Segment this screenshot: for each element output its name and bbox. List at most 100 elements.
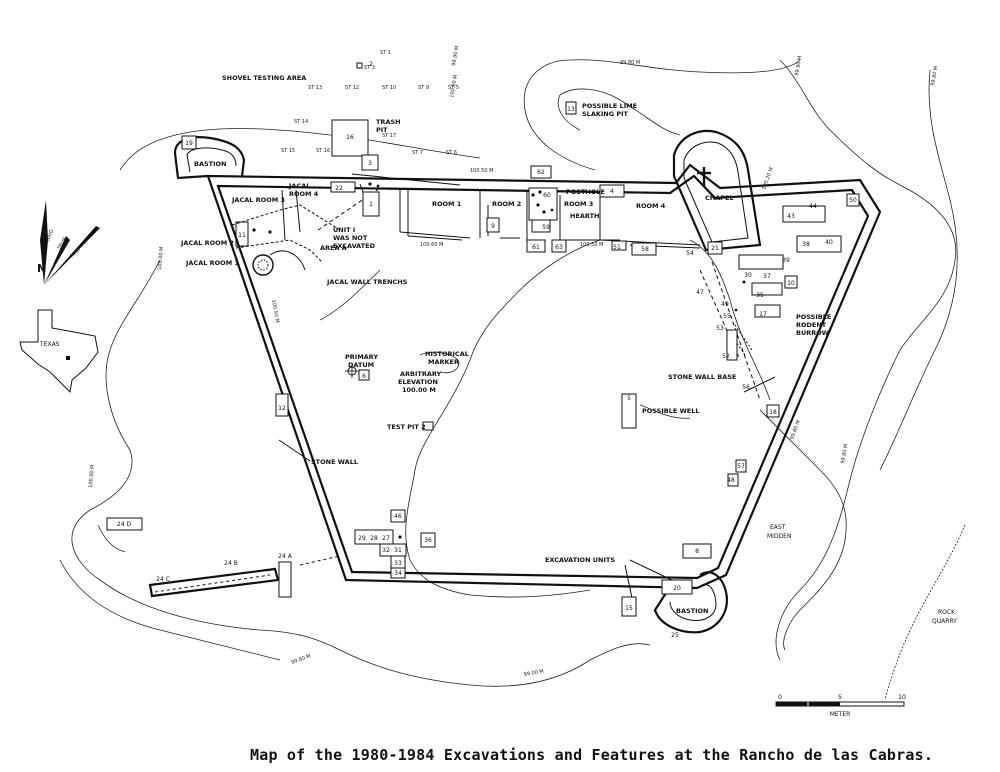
svg-text:9: 9: [491, 223, 495, 230]
svg-text:28: 28: [370, 535, 378, 542]
svg-text:49: 49: [721, 301, 729, 308]
svg-text:UNIT I: UNIT I: [333, 226, 355, 234]
svg-text:BASTION: BASTION: [194, 160, 226, 168]
svg-text:53: 53: [716, 325, 724, 332]
svg-text:DATUM: DATUM: [348, 361, 374, 369]
svg-text:HISTORICAL: HISTORICAL: [425, 350, 469, 358]
svg-text:56: 56: [742, 384, 750, 391]
svg-text:50: 50: [849, 197, 857, 204]
svg-text:30: 30: [744, 272, 752, 279]
svg-text:TEST PIT 2: TEST PIT 2: [387, 423, 426, 431]
svg-text:24 D: 24 D: [117, 521, 132, 528]
svg-text:15: 15: [625, 605, 633, 612]
svg-text:52: 52: [722, 353, 730, 360]
svg-text:19: 19: [185, 140, 193, 147]
svg-text:44: 44: [809, 203, 817, 210]
svg-text:ST 9: ST 9: [418, 85, 429, 91]
svg-text:ROOM 3: ROOM 3: [564, 200, 593, 208]
svg-text:BASTION: BASTION: [676, 607, 708, 615]
svg-text:99.90 M: 99.90 M: [794, 55, 803, 76]
svg-text:POSSIBLE LIME: POSSIBLE LIME: [582, 102, 637, 110]
svg-text:ROOM 4: ROOM 4: [289, 190, 319, 198]
svg-text:AREA A: AREA A: [320, 244, 347, 252]
map-caption: Map of the 1980-1984 Excavations and Fea…: [250, 746, 934, 764]
svg-text:60: 60: [543, 192, 551, 199]
svg-text:99.00 M: 99.00 M: [523, 669, 544, 678]
svg-text:12: 12: [278, 405, 286, 412]
svg-text:3: 3: [368, 160, 372, 167]
svg-text:38: 38: [802, 241, 810, 248]
svg-text:100.00 M: 100.00 M: [402, 386, 436, 394]
svg-text:METER: METER: [830, 711, 851, 718]
svg-text:MAG: MAG: [69, 247, 81, 259]
svg-text:35: 35: [756, 292, 764, 299]
svg-text:21: 21: [711, 245, 719, 252]
svg-text:MIDDEN: MIDDEN: [767, 533, 791, 540]
feature-labels: TRASH PIT POSSIBLE LIME SLAKING PIT POST…: [180, 102, 831, 564]
contour-lines: [59, 59, 966, 701]
svg-text:100.20 M: 100.20 M: [761, 167, 775, 191]
svg-text:63: 63: [555, 244, 563, 251]
svg-text:100.00 M: 100.00 M: [449, 74, 459, 98]
svg-text:54: 54: [686, 250, 694, 257]
svg-text:100.50 M: 100.50 M: [270, 299, 280, 323]
svg-text:24 C: 24 C: [156, 576, 170, 583]
svg-text:1: 1: [369, 201, 373, 208]
svg-text:100.60 M: 100.60 M: [420, 242, 443, 248]
svg-text:55: 55: [723, 313, 731, 320]
svg-text:4: 4: [610, 188, 614, 195]
svg-text:6: 6: [362, 373, 366, 380]
svg-text:ST 7: ST 7: [412, 150, 423, 156]
svg-text:POSSIBLE: POSSIBLE: [796, 313, 831, 321]
svg-text:33: 33: [394, 560, 402, 567]
svg-text:29: 29: [358, 535, 366, 542]
svg-text:24 A: 24 A: [278, 553, 293, 560]
svg-text:51: 51: [613, 244, 621, 251]
svg-text:RODENT: RODENT: [796, 321, 827, 329]
svg-text:10: 10: [787, 280, 795, 287]
svg-text:JACAL ROOM 1: JACAL ROOM 1: [185, 259, 239, 267]
svg-text:43: 43: [787, 213, 795, 220]
svg-text:24 B: 24 B: [224, 560, 238, 567]
svg-text:EAST: EAST: [770, 524, 786, 531]
svg-text:POSTHOLE: POSTHOLE: [566, 188, 605, 196]
svg-text:99.80 M: 99.80 M: [840, 443, 849, 464]
svg-text:99.90 M: 99.90 M: [451, 45, 460, 66]
svg-text:20: 20: [673, 585, 681, 592]
svg-text:5: 5: [627, 395, 631, 402]
svg-text:59: 59: [542, 224, 550, 231]
svg-text:JACAL ROOM 3: JACAL ROOM 3: [231, 196, 285, 204]
svg-text:ST 6: ST 6: [446, 150, 457, 156]
svg-text:99.80 M: 99.80 M: [930, 65, 939, 86]
texas-inset-map: TEXAS: [19, 309, 99, 394]
svg-text:ST 13: ST 13: [308, 85, 322, 91]
svg-text:JACAL WALL TRENCHS: JACAL WALL TRENCHS: [326, 278, 408, 286]
svg-text:ST 14: ST 14: [294, 119, 308, 125]
svg-text:PRIMARY: PRIMARY: [345, 353, 378, 361]
svg-text:31: 31: [394, 547, 402, 554]
svg-text:SHOVEL TESTING AREA: SHOVEL TESTING AREA: [222, 74, 306, 82]
svg-text:18: 18: [769, 409, 777, 416]
svg-text:PIT: PIT: [376, 126, 388, 134]
svg-text:ST 1: ST 1: [380, 50, 391, 56]
svg-text:0: 0: [778, 694, 782, 701]
svg-text:MARKER: MARKER: [428, 358, 459, 366]
svg-text:SLAKING PIT: SLAKING PIT: [582, 110, 629, 118]
svg-text:40: 40: [825, 239, 833, 246]
svg-text:10: 10: [898, 694, 906, 701]
svg-text:ST 12: ST 12: [345, 85, 359, 91]
svg-text:ROOM 2: ROOM 2: [492, 200, 521, 208]
svg-text:EXCAVATION UNITS: EXCAVATION UNITS: [545, 556, 615, 564]
svg-text:STONE WALL BASE: STONE WALL BASE: [668, 373, 736, 381]
svg-text:46: 46: [394, 513, 402, 520]
feature-dots: [252, 182, 746, 539]
svg-text:EXCAVATED: EXCAVATED: [333, 242, 376, 250]
svg-text:22: 22: [335, 185, 343, 192]
svg-text:13: 13: [567, 106, 575, 113]
svg-text:GRID: GRID: [45, 229, 55, 243]
svg-text:100.00 M: 100.00 M: [157, 246, 165, 270]
svg-text:99.80 M: 99.80 M: [291, 653, 312, 666]
svg-text:ST 2: ST 2: [364, 65, 375, 71]
svg-text:37: 37: [763, 273, 771, 280]
